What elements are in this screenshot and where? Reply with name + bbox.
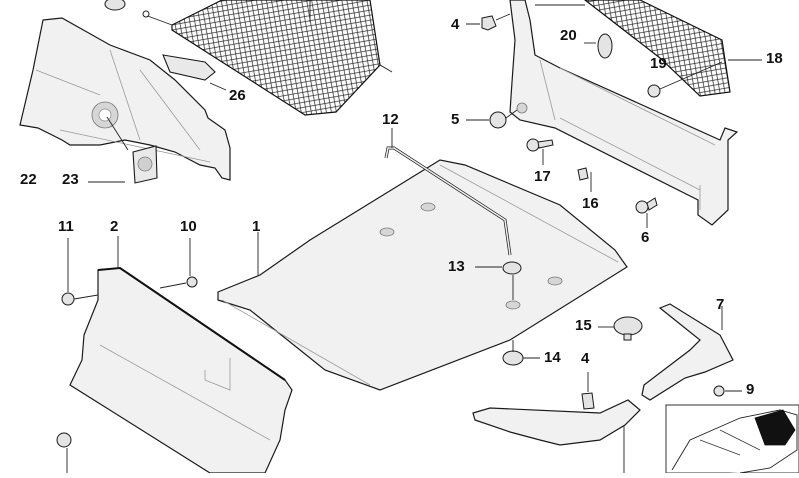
plug-top	[104, 0, 126, 11]
callout-9: 9	[746, 381, 755, 398]
callout-11: 11	[58, 218, 74, 235]
callout-12: 12	[382, 111, 399, 128]
handle-12	[384, 128, 512, 256]
buffer-14	[502, 340, 540, 366]
callout-2: 2	[110, 218, 119, 235]
luggage-net	[142, 0, 393, 116]
screw-10	[159, 238, 198, 289]
callout-6: 6	[641, 229, 650, 246]
pad-26	[162, 54, 227, 91]
callout-23: 23	[62, 171, 79, 188]
callout-1: 1	[252, 218, 261, 235]
callout-13: 13	[448, 258, 465, 275]
speaker-grille-23	[88, 116, 158, 184]
callout-22: 22	[20, 171, 37, 188]
callout-14: 14	[544, 349, 561, 366]
side-trim-panel-22	[19, 17, 231, 181]
plug-5	[466, 109, 518, 129]
callout-20: 20	[560, 27, 577, 44]
bolt-17	[526, 138, 554, 165]
callout-16: 16	[582, 195, 599, 212]
screw-16	[577, 167, 592, 192]
callout-18: 18	[766, 50, 783, 67]
callout-4-bottom: 4	[581, 350, 590, 367]
vehicle-location-inset	[665, 404, 799, 474]
nut-11-top	[61, 238, 99, 306]
lower-trim-piece	[472, 399, 641, 473]
luggage-net-18	[584, 0, 762, 97]
callout-10: 10	[180, 218, 197, 235]
clip-4-top	[466, 13, 511, 31]
nut-9	[713, 385, 742, 397]
rear-bulkhead-trim	[509, 0, 739, 226]
trunk-floor-1	[217, 159, 628, 391]
callout-17: 17	[534, 168, 551, 185]
clip-4-bottom	[581, 372, 595, 410]
cover-cap-20	[584, 33, 613, 59]
nut-11-bottom	[56, 432, 72, 473]
screw-19	[647, 61, 723, 98]
expanding-nut-15	[598, 316, 643, 341]
callout-4-top: 4	[451, 16, 460, 33]
callout-7: 7	[716, 296, 725, 313]
callout-19: 19	[650, 55, 667, 72]
callout-26: 26	[229, 87, 246, 104]
callout-15: 15	[575, 317, 592, 334]
rear-trim-panel-2	[69, 236, 293, 474]
callout-5: 5	[451, 111, 460, 128]
fastener-13	[475, 261, 522, 300]
side-bracket-7	[641, 303, 734, 401]
rivet-6	[635, 197, 658, 228]
